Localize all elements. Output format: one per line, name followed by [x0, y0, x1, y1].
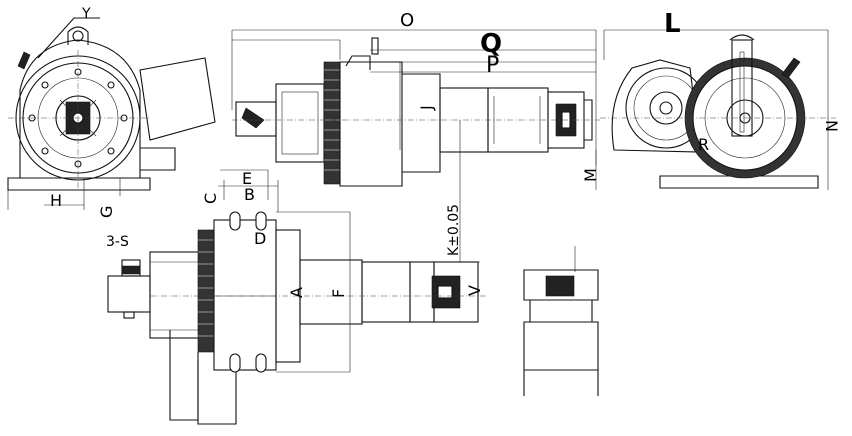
label-g: G	[97, 206, 116, 218]
label-r: R	[698, 135, 709, 154]
label-e: E	[242, 169, 252, 188]
label-p: P	[486, 53, 499, 78]
label-3s: 3-S	[106, 234, 129, 250]
side-view	[595, 29, 836, 190]
detail-view	[523, 246, 599, 396]
label-f: F	[329, 289, 348, 298]
label-l: L	[664, 9, 681, 39]
label-c: C	[201, 193, 220, 204]
label-a: A	[287, 287, 306, 298]
label-k: K±0.05	[446, 204, 462, 256]
label-n: N	[822, 120, 841, 132]
label-o: O	[400, 10, 414, 31]
label-d: D	[254, 229, 266, 248]
bottom-view	[107, 169, 488, 425]
front-view	[7, 17, 216, 210]
label-h: H	[50, 191, 62, 210]
label-y: Y	[81, 6, 91, 22]
top-view	[231, 29, 600, 263]
dimension-labels: Y O Q P L N J M R E B C D H G K±0.05 3-S…	[50, 6, 841, 298]
label-j: J	[417, 105, 436, 111]
label-v: V	[465, 285, 484, 296]
label-b: B	[244, 185, 255, 204]
label-m: M	[581, 168, 600, 182]
label-q: Q	[480, 29, 502, 59]
